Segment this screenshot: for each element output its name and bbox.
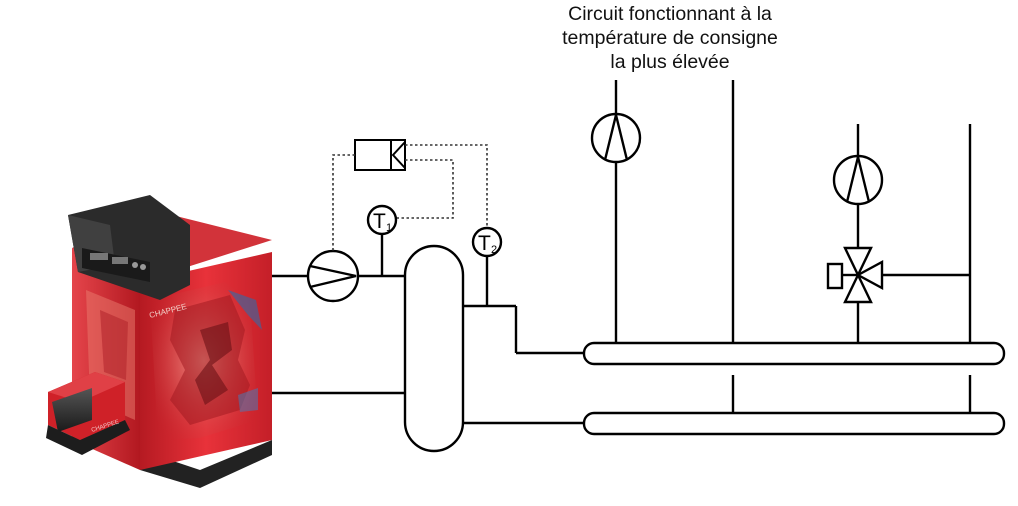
pump-icon — [306, 249, 360, 303]
burner-base — [46, 420, 130, 455]
circuit1-pump — [590, 112, 642, 164]
caption-line-3: la plus élevée — [610, 51, 730, 73]
controller-box — [354, 139, 406, 171]
three-way-mixing-valve — [826, 246, 884, 304]
blue-water-section — [228, 290, 262, 330]
display-icon — [90, 253, 108, 260]
valve-actuator — [826, 262, 844, 290]
valve-top-port-icon — [843, 246, 873, 278]
piping — [272, 80, 972, 425]
caption-line-2: température de consigne — [562, 27, 778, 49]
wire-to-t2 — [405, 144, 488, 229]
pump-icon — [832, 154, 884, 206]
pump-icon — [590, 112, 642, 164]
control-wiring — [332, 144, 488, 251]
control-cowl — [68, 195, 190, 300]
t1-index: 1 — [386, 222, 392, 234]
control-knob-icon — [132, 262, 138, 268]
flow-header — [582, 341, 1006, 366]
caption-line-1: Circuit fonctionnant à la — [568, 3, 772, 25]
controller — [354, 139, 406, 171]
boiler-pump — [306, 249, 360, 303]
hydraulic-separator — [403, 244, 465, 453]
t2-letter: T — [478, 232, 491, 255]
boiler: CHAPPEE CHAPPEE — [46, 195, 272, 488]
circuit-caption: Circuit fonctionnant à la température de… — [520, 2, 820, 74]
burner-cover — [52, 388, 92, 432]
return-header — [582, 411, 1006, 436]
sensor-t2: T 2 — [471, 226, 503, 258]
wire-to-boiler-pump — [332, 154, 355, 251]
t1-letter: T — [373, 210, 386, 233]
controller-symbol-icon — [391, 141, 406, 169]
thermometer-t2-icon — [471, 226, 503, 258]
circuit2-pump — [832, 154, 884, 206]
sensor-t1: T 1 — [366, 204, 398, 236]
t2-index: 2 — [491, 244, 497, 256]
boiler-base — [140, 440, 272, 488]
valve-bottom-port-icon — [843, 272, 873, 304]
valve-side-port-icon — [855, 259, 884, 291]
thermometer-t1-icon — [366, 204, 398, 236]
wire-to-t1 — [397, 159, 454, 219]
